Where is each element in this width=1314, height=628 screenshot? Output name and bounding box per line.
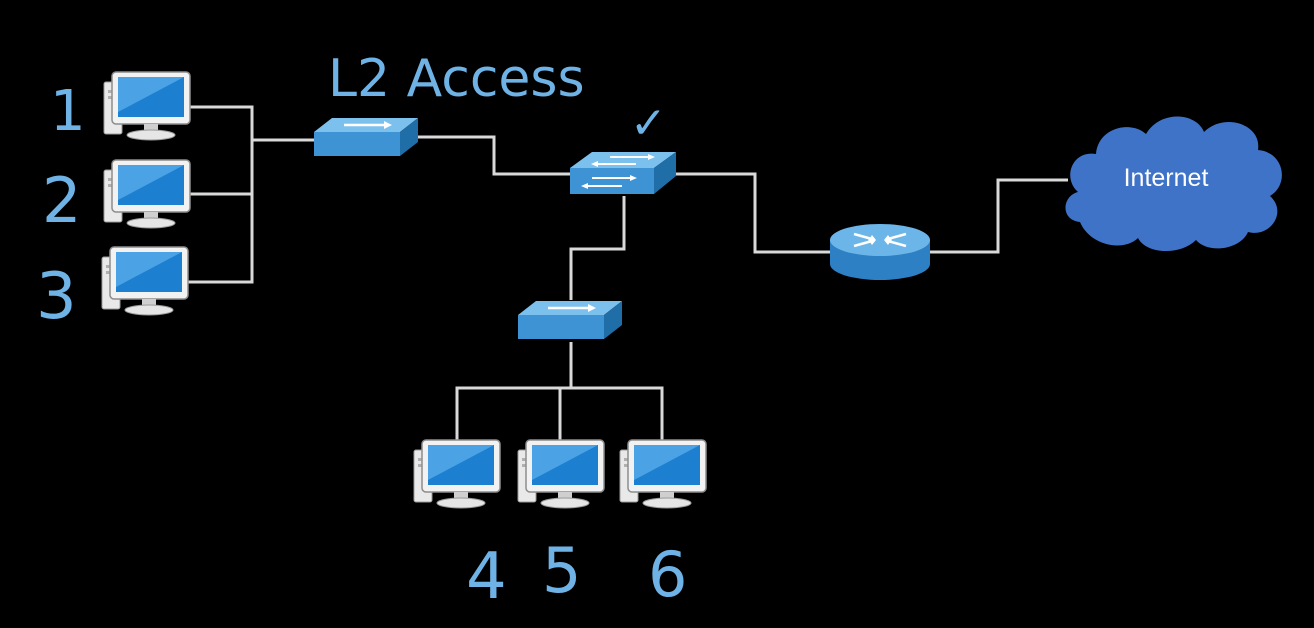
handwritten-annotations: 1 2 3 4 5 6 L2 Access ✓ <box>36 49 687 614</box>
cloud-label: Internet <box>1124 164 1209 192</box>
cloud-icon <box>1065 116 1282 252</box>
pc-number-5: 5 <box>542 534 581 607</box>
router-icon <box>828 222 932 282</box>
pc-5-icon <box>517 439 605 509</box>
pc-4-icon <box>413 439 501 509</box>
pc-number-4: 4 <box>466 540 507 614</box>
wire-core-to-router <box>674 172 832 254</box>
pc-number-2: 2 <box>42 164 81 237</box>
l2-access-switch-bottom-icon <box>516 299 624 341</box>
wire-l2top-to-core <box>418 135 572 176</box>
l2-access-switch-top-icon <box>312 116 420 158</box>
pc-6-icon <box>619 439 707 509</box>
wires <box>186 105 1068 442</box>
pc-2-icon <box>103 159 191 229</box>
pc-number-1: 1 <box>50 79 86 144</box>
pc-1-icon <box>103 71 191 141</box>
multilayer-switch-icon <box>569 151 677 195</box>
pc-number-3: 3 <box>36 260 77 334</box>
l2-access-label: L2 Access <box>328 49 585 109</box>
internet-cloud: Internet <box>1065 116 1282 252</box>
wire-core-to-l2-bottom <box>569 196 626 300</box>
wire-router-to-cloud <box>930 178 1068 254</box>
pc-3-icon <box>101 246 189 316</box>
pc-number-6: 6 <box>648 538 687 611</box>
core-switch-checkmark: ✓ <box>630 98 667 149</box>
